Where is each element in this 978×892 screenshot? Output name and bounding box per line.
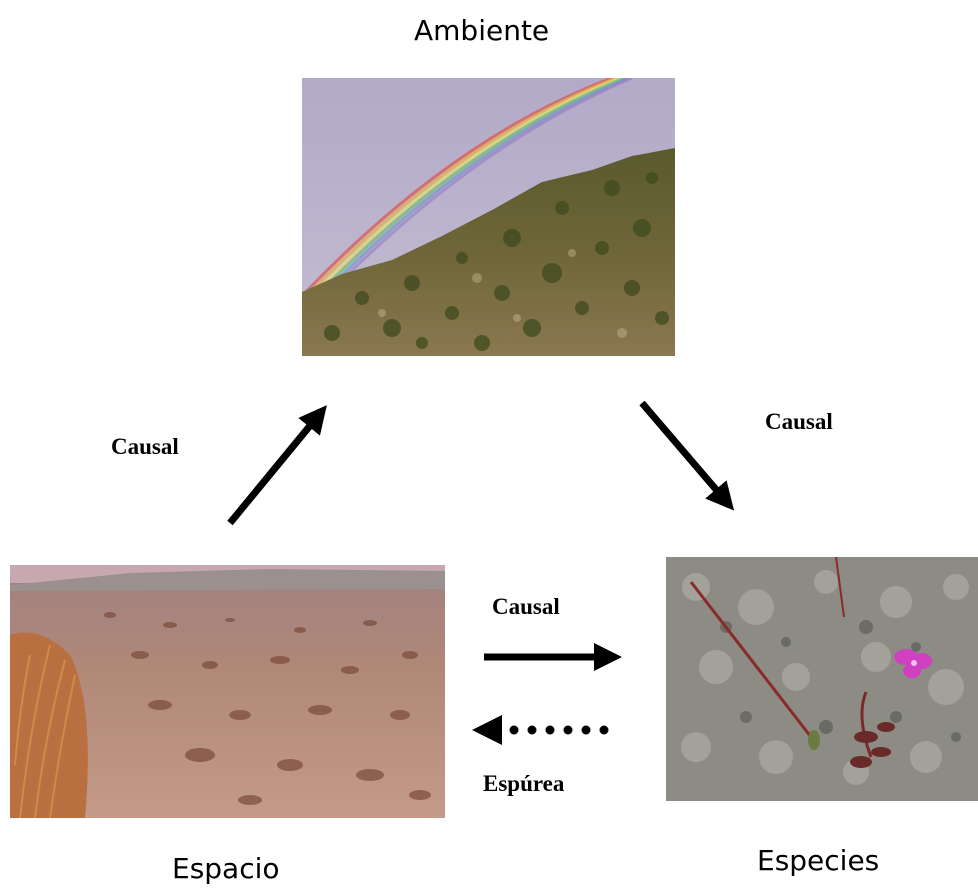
edge-label-especies-espacio: Espúrea xyxy=(483,771,564,797)
edge-label-espacio-ambiente: Causal xyxy=(111,434,179,460)
arrow-especies-to-espacio-dotted xyxy=(472,715,609,745)
arrow-ambiente-to-especies xyxy=(642,403,725,500)
edge-label-ambiente-especies: Causal xyxy=(765,409,833,435)
edge-label-espacio-especies: Causal xyxy=(492,594,560,620)
arrow-espacio-to-ambiente xyxy=(230,416,318,523)
